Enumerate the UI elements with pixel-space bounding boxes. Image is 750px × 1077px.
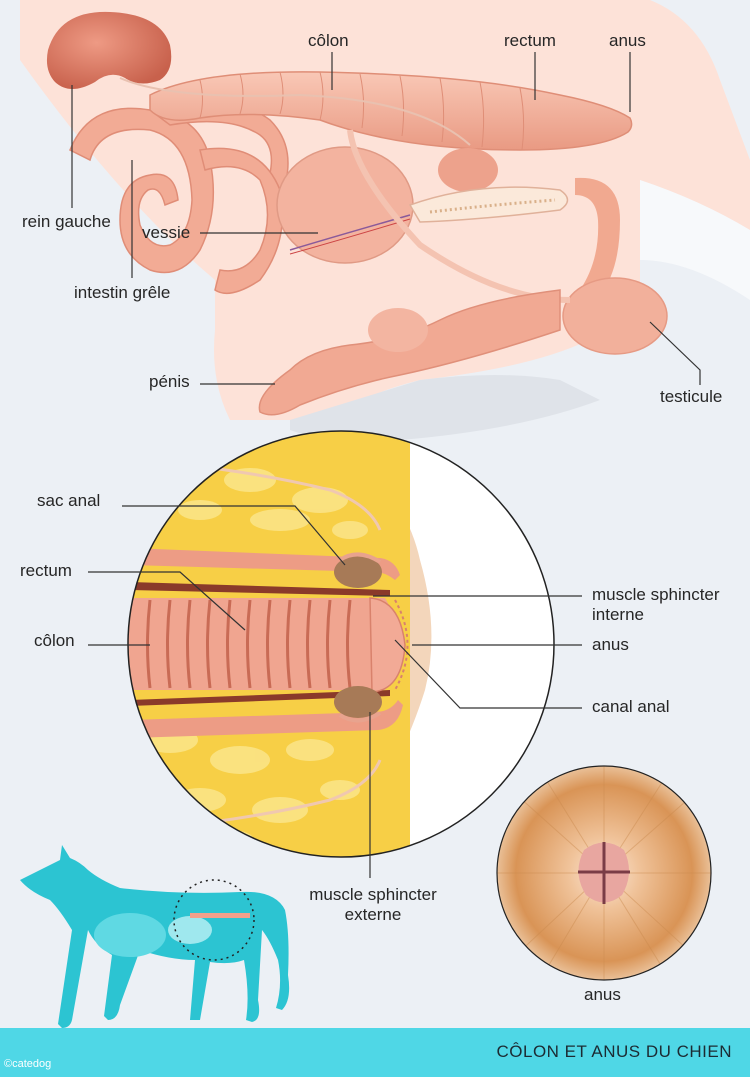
- top-leader-lines: [71, 52, 701, 385]
- label-section-rectum: rectum: [20, 561, 72, 580]
- dog-silhouette: [20, 845, 290, 1028]
- label-anus: anus: [609, 31, 646, 50]
- label-left-kidney: rein gauche: [22, 212, 111, 231]
- left-kidney-shape: [46, 11, 471, 146]
- section-circle-border: [127, 430, 555, 858]
- diagram-title: CÔLON ET ANUS DU CHIEN: [496, 1042, 732, 1061]
- label-bladder: vessie: [142, 223, 191, 242]
- anus-photo: [496, 765, 712, 981]
- penis-shape: [258, 289, 561, 416]
- label-anal-canal: canal anal: [592, 697, 670, 716]
- section-leader-lines: [88, 505, 582, 878]
- label-colon: côlon: [308, 31, 349, 50]
- label-section-anus: anus: [592, 635, 629, 654]
- copyright-text: ©catedog: [4, 1058, 52, 1070]
- anal-cross-section: [128, 431, 554, 857]
- bladder-shape: [276, 146, 414, 264]
- label-photo-anus: anus: [584, 985, 621, 1004]
- label-external-sphincter: muscle sphincter externe: [309, 885, 437, 924]
- label-testicle: testicule: [660, 387, 723, 406]
- label-small-intestine: intestin grêle: [74, 283, 171, 302]
- footer-bar: [0, 1028, 750, 1077]
- label-penis: pénis: [149, 372, 190, 391]
- label-section-colon: côlon: [34, 631, 75, 650]
- label-internal-sphincter: muscle sphincter interne: [592, 585, 720, 624]
- reproductive-organs-shape: [347, 129, 668, 355]
- colon-shape: [149, 71, 633, 151]
- label-rectum: rectum: [504, 31, 556, 50]
- label-anal-sac: sac anal: [37, 491, 101, 510]
